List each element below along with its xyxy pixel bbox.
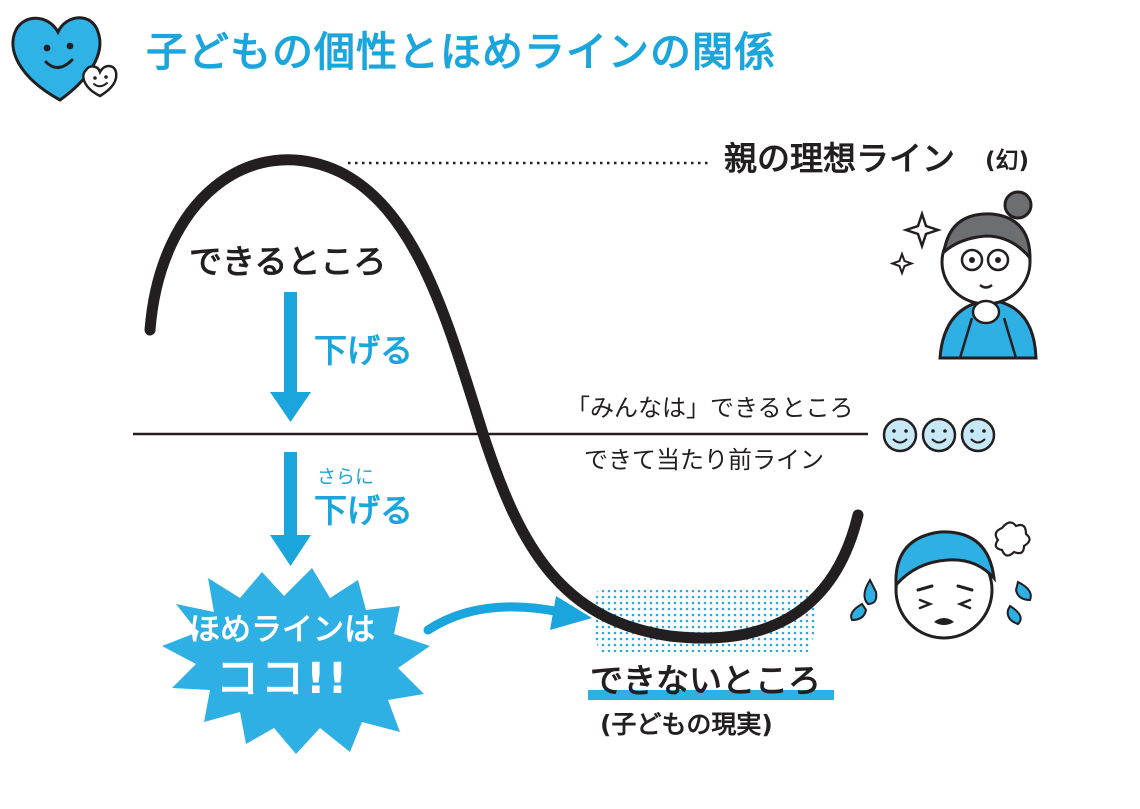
can-do-label: できるところ — [189, 242, 387, 281]
smiley-face-icon — [960, 417, 996, 453]
lower-again-label: 下げる — [314, 491, 413, 530]
praise-starburst — [162, 568, 430, 754]
smiley-face-icon — [882, 417, 918, 453]
lower-label: 下げる — [314, 331, 413, 370]
wave-curve — [144, 154, 864, 644]
parent-ideal-line-label: 親の理想ライン — [724, 139, 955, 178]
curved-arrow-icon — [423, 602, 565, 635]
cannot-do-label: できないところ — [590, 661, 821, 700]
arrow-down-icon — [270, 292, 311, 422]
everyone-can-label: 「みんなは」できるところ — [566, 394, 854, 422]
worried-child-icon — [850, 521, 1032, 640]
parent-ideal-note: (幻) — [985, 148, 1030, 174]
further-label: さらに — [317, 466, 375, 488]
praise-line-label: ほめラインは — [189, 612, 375, 648]
parent-sparkle-icon — [889, 190, 1038, 360]
smiley-face-icon — [921, 417, 957, 453]
praise-here-label: ココ!! — [216, 654, 350, 704]
reality-underline — [588, 690, 834, 700]
taken-for-granted-label: できて当たり前ライン — [584, 446, 824, 474]
page-title: 子どもの個性とほめラインの関係 — [146, 28, 776, 76]
heart-mascot-icon — [11, 16, 118, 102]
arrow-down-icon — [270, 452, 311, 566]
child-reality-label: (子どもの現実) — [600, 710, 773, 739]
